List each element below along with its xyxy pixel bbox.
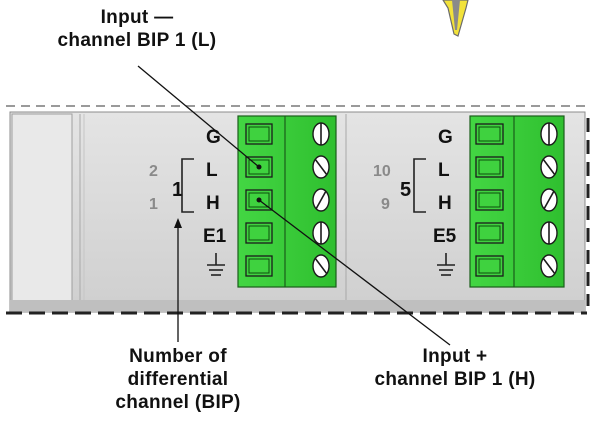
callout-input-plus: Input + channel BIP 1 (H) <box>330 345 580 391</box>
callout-input-minus-line2: channel BIP 1 (L) <box>57 30 217 51</box>
terminal-slots <box>475 123 504 277</box>
terminal-label-e: E1 <box>203 226 227 247</box>
channel-bracket <box>181 158 194 213</box>
ground-icon <box>437 253 455 276</box>
ground-icon <box>207 253 225 276</box>
terminal-label-e: E5 <box>433 226 457 247</box>
callout-channel-number-line3: channel (BIP) <box>115 392 241 413</box>
terminal-block-right <box>469 115 565 288</box>
terminal-label-h: H <box>438 193 452 214</box>
arrowhead-icon <box>174 218 182 228</box>
terminal-label-g: G <box>438 127 453 148</box>
channel-bracket <box>413 158 426 213</box>
pin-number-upper: 2 <box>149 163 158 180</box>
callout-input-plus-line2: channel BIP 1 (H) <box>374 369 536 390</box>
callout-channel-number: Number of differential channel (BIP) <box>88 345 268 414</box>
channel-number: 1 <box>172 179 183 201</box>
callout-leaders <box>137 65 451 346</box>
terminal-label-h: H <box>206 193 220 214</box>
callout-channel-number-line1: Number of <box>129 346 227 367</box>
pin-number-upper: 10 <box>373 163 391 180</box>
pin-number-lower: 9 <box>381 196 390 213</box>
terminal-label-l: L <box>438 160 450 181</box>
screwdriver-tip-icon <box>442 0 469 37</box>
channel-number: 5 <box>400 179 411 201</box>
callout-input-plus-line1: Input + <box>422 346 488 367</box>
leader-input-minus <box>137 65 260 168</box>
pin-number-lower: 1 <box>149 196 158 213</box>
terminal-label-g: G <box>206 127 221 148</box>
leader-input-plus <box>258 199 451 346</box>
callout-input-minus: Input — channel BIP 1 (L) <box>14 6 260 52</box>
callout-channel-number-line2: differential <box>127 369 229 390</box>
terminal-label-l: L <box>206 160 218 181</box>
terminal-labels-right: G L H E5 10 9 5 <box>373 127 457 247</box>
callout-input-minus-line1: Input — <box>100 7 174 28</box>
terminal-block-left <box>237 115 337 288</box>
